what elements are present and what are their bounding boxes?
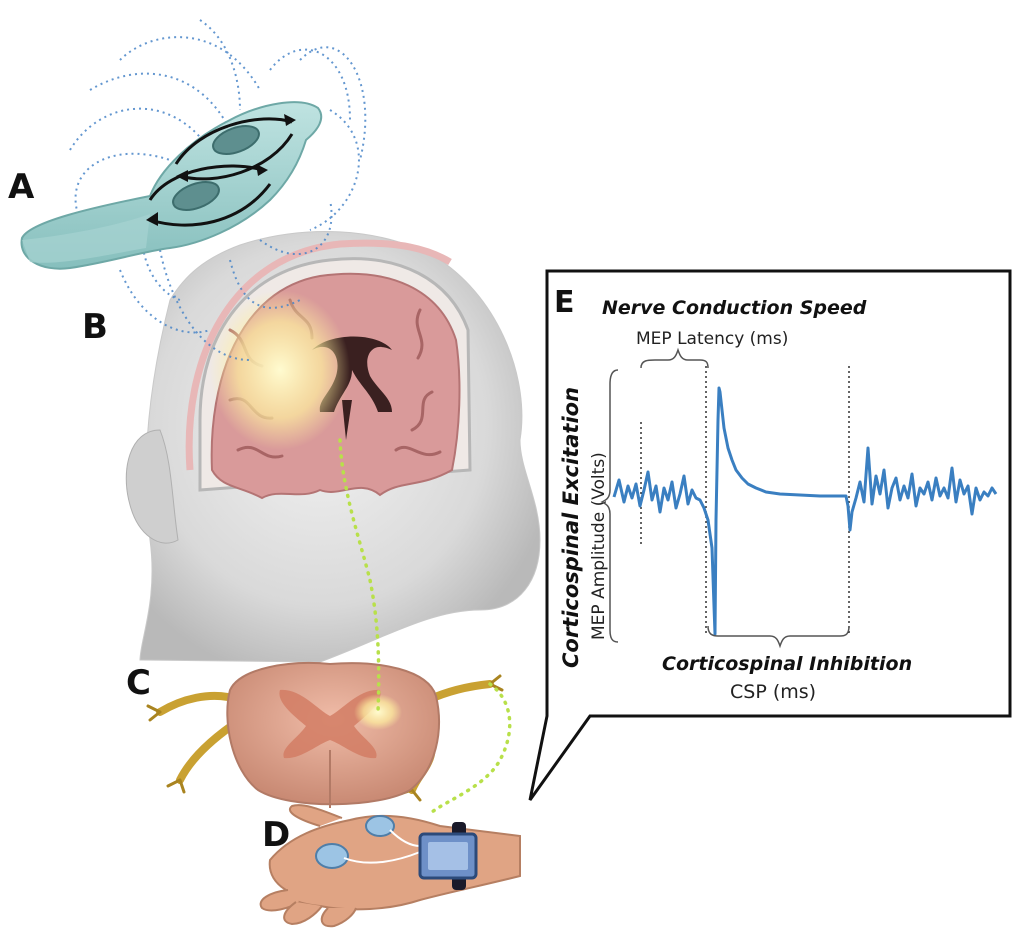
tms-figure-eight-coil-icon	[20, 19, 367, 361]
csp-label: CSP (ms)	[730, 681, 816, 703]
head-brain-cross-section-icon	[125, 231, 541, 663]
mep-callout: E Nerve Conduction Speed MEP Latency (ms…	[528, 269, 1012, 801]
hand-emg-electrodes-icon	[259, 804, 521, 928]
mep-waveform	[612, 386, 998, 636]
inhibition-title: Corticospinal Inhibition	[662, 653, 912, 675]
spinal-cord-cross-section-icon	[146, 662, 504, 808]
neural-pathway-line	[338, 438, 512, 814]
amplitude-label: MEP Amplitude (Volts)	[589, 452, 609, 640]
panel-label-a: A	[8, 167, 35, 207]
latency-brace	[640, 347, 709, 369]
panel-label-e: E	[554, 285, 575, 320]
amplitude-brace	[600, 369, 619, 643]
excitation-title: Corticospinal Excitation	[559, 387, 583, 668]
panel-label-d: D	[262, 815, 290, 855]
callout-bubble	[528, 269, 1012, 801]
panel-label-c: C	[126, 663, 151, 703]
csp-brace	[707, 625, 850, 649]
mep-latency-label: MEP Latency (ms)	[636, 329, 788, 349]
panel-label-b: B	[82, 307, 108, 347]
marker-lines	[640, 366, 850, 636]
nerve-conduction-title: Nerve Conduction Speed	[602, 297, 867, 319]
